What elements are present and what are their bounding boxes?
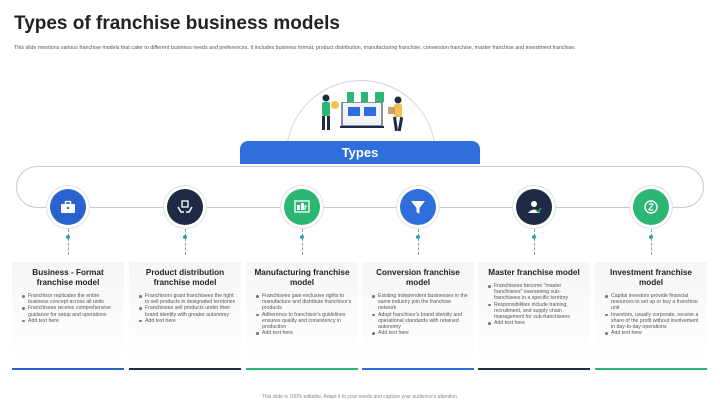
bullet-item: Franchisees become "master franchisees" … [488,283,586,302]
model-bullets: Franchisor replicates the entire busines… [22,293,120,324]
model-card-investment: Investment franchise model Capital inves… [595,262,707,370]
model-title: Investment franchise model [610,268,692,287]
bullet-item: Add text here [256,330,354,336]
bullet-item: Adopt franchisor's brand identity and op… [372,312,470,331]
connector-line [68,229,69,255]
bullet-item: Franchisees sell products under their br… [139,305,237,318]
bullet-item: Responsibilities include training, recru… [488,302,586,321]
bullet-item: Franchisor replicates the entire busines… [22,293,120,305]
funnel-icon [400,189,436,225]
model-title: Conversion franchise model [376,268,460,287]
bullet-item: Add text here [139,318,237,324]
slide-subtitle: This slide mentions various franchise mo… [14,45,576,51]
connector-line [534,229,535,255]
bullet-item: Franchisees gain exclusive rights to man… [256,293,354,312]
connector-dot [532,235,536,239]
model-card-business-format: Business - Format franchise model Franch… [12,262,124,370]
model-card-product-distribution: Product distribution franchise model Fra… [129,262,241,370]
model-title: Product distribution franchise model [145,268,225,287]
storefront-with-people-icon [300,80,420,142]
manufacturing-board-icon [284,189,320,225]
slide-title: Types of franchise business models [14,13,340,34]
model-title: Manufacturing franchise model [254,268,350,287]
hands-box-icon [167,189,203,225]
bullet-item: Adherence to franchisor's guidelines ens… [256,312,354,331]
model-bullets: Franchisors grant franchisees the right … [139,293,237,324]
connector-line [302,229,303,255]
bullet-item: Capital investors provide financial reso… [605,293,703,312]
bullet-item: Add text here [22,318,120,324]
model-bullets: Franchisees gain exclusive rights to man… [256,293,354,336]
types-band [16,166,704,208]
person-check-icon [516,189,552,225]
model-bullets: Franchisees become "master franchisees" … [488,283,586,326]
bullet-item: Add text here [605,330,703,336]
bullet-item: Franchisees receive comprehensive guidan… [22,305,120,318]
coin-stack-icon [633,189,669,225]
briefcase-icon [50,189,86,225]
model-bullets: Existing independent businesses in the s… [372,293,470,336]
model-card-conversion: Conversion franchise model Existing inde… [362,262,474,370]
bullet-item: Existing independent businesses in the s… [372,293,470,312]
model-card-master: Master franchise model Franchisees becom… [478,262,590,370]
slide-footer: This slide is 100% editable. Adapt it to… [261,394,459,400]
bullet-item: Franchisors grant franchisees the right … [139,293,237,305]
connector-line [418,229,419,255]
model-title: Master franchise model [488,268,580,277]
connector-dot [649,235,653,239]
connector-line [185,229,186,255]
model-bullets: Capital investors provide financial reso… [605,293,703,336]
connector-dot [66,235,70,239]
bullet-item: Investors, usually corporate, receive a … [605,312,703,331]
connector-dot [300,235,304,239]
types-label: Types [240,141,480,164]
model-card-manufacturing: Manufacturing franchise model Franchisee… [246,262,358,370]
bullet-item: Add text here [488,320,586,326]
connector-dot [416,235,420,239]
connector-dot [183,235,187,239]
bullet-item: Add text here [372,330,470,336]
connector-line [651,229,652,255]
model-title: Business - Format franchise model [32,268,104,287]
